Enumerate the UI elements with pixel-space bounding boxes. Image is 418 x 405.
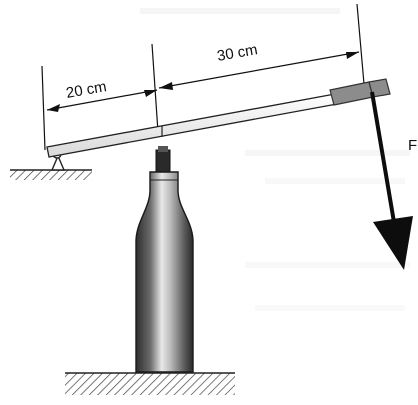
long-arm-label: 30 cm bbox=[216, 41, 259, 65]
bottle-cork bbox=[155, 146, 171, 173]
bottom-ground bbox=[65, 372, 235, 395]
lever-bar bbox=[46, 93, 338, 158]
short-arm-label: 20 cm bbox=[65, 78, 108, 102]
background-text-remnants bbox=[140, 8, 410, 311]
force-label: F bbox=[408, 137, 417, 154]
lever-handle bbox=[329, 78, 391, 106]
force-arrow bbox=[370, 91, 413, 270]
dimension-arrowheads bbox=[47, 52, 359, 112]
dimension-lines bbox=[41, 3, 365, 151]
bottle bbox=[135, 171, 194, 373]
left-ground-support bbox=[10, 169, 92, 180]
